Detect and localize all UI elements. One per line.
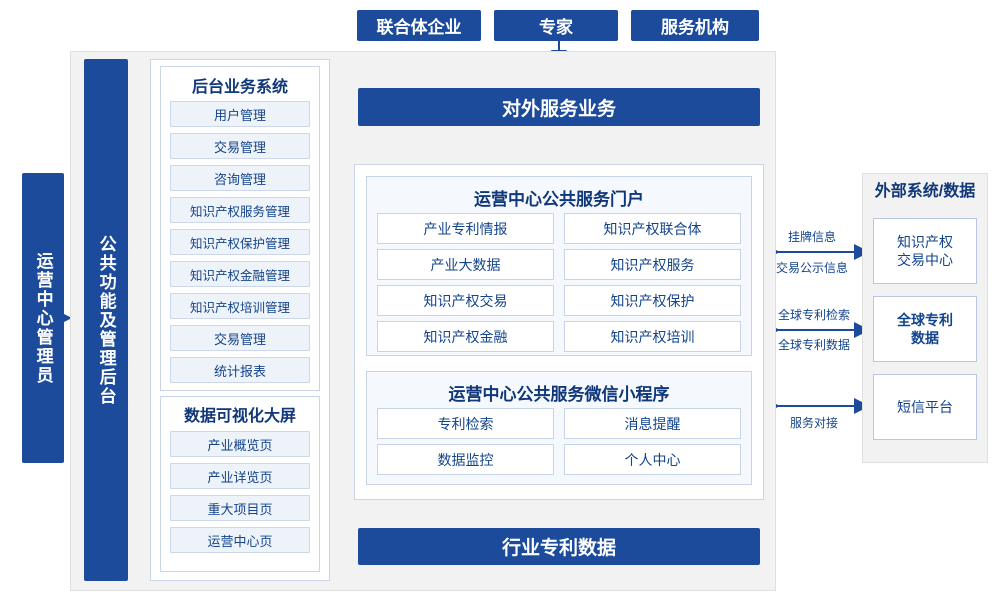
visualization-item-2[interactable]: 重大项目页 (170, 495, 310, 521)
external-box-2[interactable]: 短信平台 (873, 374, 977, 440)
portal-item-2[interactable]: 产业大数据 (377, 249, 554, 280)
top-entity-2[interactable]: 服务机构 (631, 10, 759, 41)
left-bar-functions-label: 公共功能及管理后台 (96, 234, 116, 406)
connector-label-4: 服务对接 (790, 416, 839, 430)
top-entity-0-label: 联合体企业 (376, 18, 462, 37)
connector-label-2: 全球专利检索 (778, 308, 851, 322)
portal-item-1[interactable]: 知识产权联合体 (564, 213, 741, 244)
left-bar-admin[interactable]: 运营中心管理员 (22, 173, 64, 463)
visualization-title: 数据可视化大屏 (183, 408, 296, 425)
portal-item-3[interactable]: 知识产权服务 (564, 249, 741, 280)
top-entity-1[interactable]: 专家 (494, 10, 618, 41)
external-box-1[interactable]: 全球专利 数据 (873, 296, 977, 362)
portal-item-0[interactable]: 产业专利情报 (377, 213, 554, 244)
backend-item-5[interactable]: 知识产权金融管理 (170, 261, 310, 287)
miniprogram-item-2[interactable]: 数据监控 (377, 444, 554, 475)
miniprogram-item-3[interactable]: 个人中心 (564, 444, 741, 475)
external-box-0[interactable]: 知识产权 交易中心 (873, 218, 977, 284)
backend-item-6[interactable]: 知识产权培训管理 (170, 293, 310, 319)
left-bar-admin-label: 运营中心管理员 (33, 251, 53, 385)
connector-label-1: 交易公示信息 (776, 261, 849, 275)
backend-item-4[interactable]: 知识产权保护管理 (170, 229, 310, 255)
top-entity-2-label: 服务机构 (661, 18, 729, 37)
miniprogram-item-0[interactable]: 专利检索 (377, 408, 554, 439)
external-service-banner[interactable]: 对外服务业务 (358, 88, 760, 126)
backend-item-1[interactable]: 交易管理 (170, 133, 310, 159)
visualization-item-0[interactable]: 产业概览页 (170, 431, 310, 457)
top-entity-1-label: 专家 (539, 18, 573, 37)
portal-item-6[interactable]: 知识产权金融 (377, 321, 554, 352)
visualization-item-1[interactable]: 产业详览页 (170, 463, 310, 489)
connector-label-3: 全球专利数据 (778, 338, 851, 352)
left-bar-functions[interactable]: 公共功能及管理后台 (84, 59, 128, 581)
portal-title: 运营中心公共服务门户 (474, 189, 644, 209)
backend-system-title: 后台业务系统 (191, 79, 288, 96)
miniprogram-title: 运营中心公共服务微信小程序 (448, 384, 670, 404)
backend-item-2[interactable]: 咨询管理 (170, 165, 310, 191)
backend-item-7[interactable]: 交易管理 (170, 325, 310, 351)
backend-item-0[interactable]: 用户管理 (170, 101, 310, 127)
portal-item-5[interactable]: 知识产权保护 (564, 285, 741, 316)
backend-item-3[interactable]: 知识产权服务管理 (170, 197, 310, 223)
external-panel-title: 外部系统/数据 (874, 183, 976, 200)
connector-label-0: 挂牌信息 (788, 230, 837, 244)
industry-data-banner[interactable]: 行业专利数据 (358, 528, 760, 565)
visualization-item-3[interactable]: 运营中心页 (170, 527, 310, 553)
miniprogram-item-1[interactable]: 消息提醒 (564, 408, 741, 439)
top-entity-0[interactable]: 联合体企业 (357, 10, 481, 41)
portal-item-7[interactable]: 知识产权培训 (564, 321, 741, 352)
backend-item-8[interactable]: 统计报表 (170, 357, 310, 383)
portal-item-4[interactable]: 知识产权交易 (377, 285, 554, 316)
